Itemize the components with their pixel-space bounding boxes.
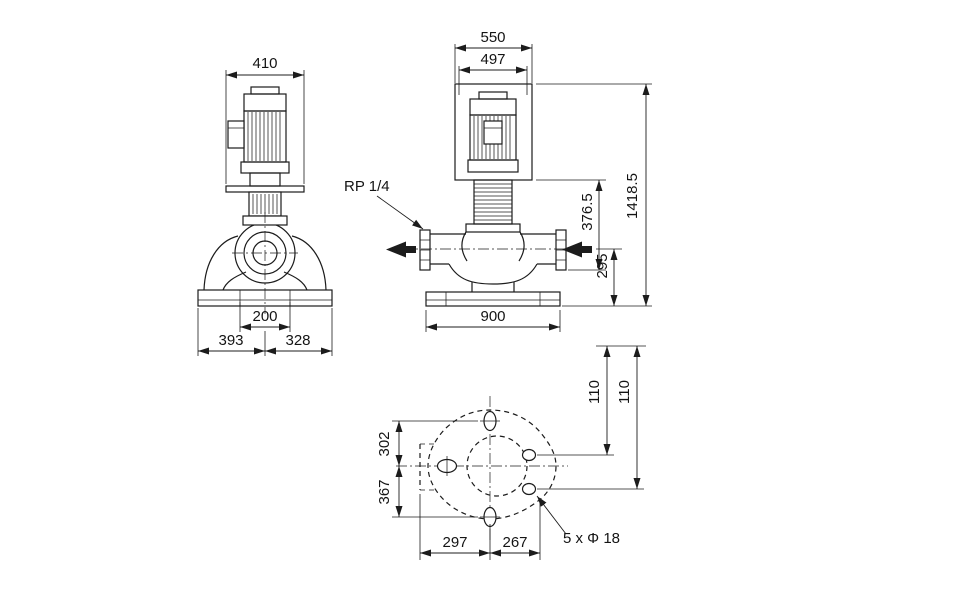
extension-lines [425,44,652,332]
dim-267-label: 267 [502,534,527,551]
bolt-hole-lower-right [521,482,537,496]
front-motor [225,86,305,226]
dim-367-label: 367 [376,479,393,504]
dim-297-label: 297 [442,534,467,551]
dim-376-5-label: 376.5 [579,193,596,231]
coupling-column [473,179,513,225]
side-casing [402,229,584,292]
extension-lines [392,345,646,560]
dim-1418-5-label: 1418.5 [624,173,641,219]
rp-leader-line [376,195,424,230]
dim-497-label: 497 [480,51,505,68]
dim-200-label: 200 [252,308,277,325]
dim-302-label: 302 [376,431,393,456]
side-dimensions: 550 497 376.5 295 1418.5 900 [425,29,652,332]
flow-arrow-inlet [562,241,592,258]
dim-900-label: 900 [480,308,505,325]
side-base [425,291,561,307]
plan-view: 302 367 110 110 297 267 5 x Φ 18 [376,345,646,560]
dim-550-label: 550 [480,29,505,46]
side-motor [454,83,533,233]
bolt-holes-label: 5 x Φ 18 [563,530,620,547]
dim-110-upper-label: 110 [586,380,603,404]
motor-fins [247,112,281,161]
flow-arrow-outlet [386,241,416,258]
terminal-box [227,120,245,149]
dim-328-label: 328 [285,332,310,349]
rp-quarter-label: RP 1/4 [344,178,390,195]
dim-393-label: 393 [218,332,243,349]
terminal-box [483,120,503,145]
side-view: RP 1/4 550 497 376.5 295 1418.5 900 [344,29,652,332]
seal-housing [465,223,521,233]
front-dimensions: 410 200 393 328 [197,55,333,356]
volute-outline-hidden [466,435,528,497]
dim-110-lower-label: 110 [616,380,633,404]
bolt-holes-leader-line [536,495,567,535]
extension-lines [197,70,333,356]
dim-295-label: 295 [594,253,611,278]
bolt-hole-upper-right [521,448,537,462]
plan-dimensions: 302 367 110 110 297 267 5 x Φ 18 [376,345,646,560]
motor-stool-flange [225,185,305,193]
dim-410-label: 410 [252,55,277,72]
front-view: 410 200 393 328 [197,55,333,356]
